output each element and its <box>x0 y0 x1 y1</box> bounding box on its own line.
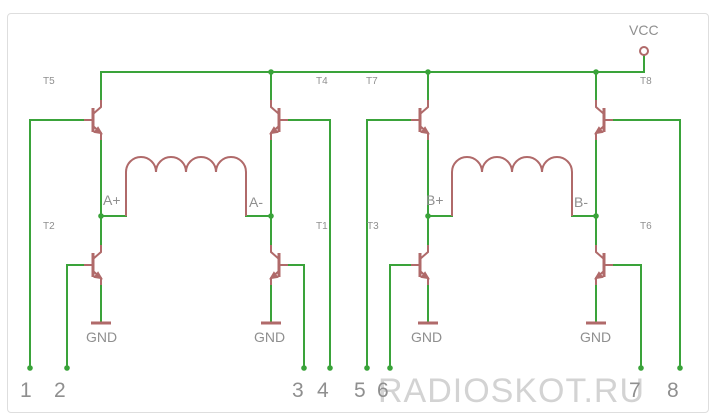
node-b-plus: B+ <box>426 192 444 208</box>
transistor-t6 <box>594 245 613 285</box>
pin-label: 7 <box>629 379 641 402</box>
wire-input-8 <box>612 119 681 369</box>
label-t8: T8 <box>640 76 652 87</box>
gnd-label: GND <box>254 329 285 345</box>
pin-label: 6 <box>377 379 389 402</box>
wire-input-5 <box>366 119 412 369</box>
label-t4: T4 <box>316 76 328 87</box>
wire-input-7 <box>612 264 642 369</box>
pin-end <box>301 365 307 371</box>
wire-input-4 <box>287 119 331 369</box>
junction-dot <box>425 213 431 219</box>
label-t1: T1 <box>316 221 328 232</box>
vcc-symbol <box>639 46 649 56</box>
pin-end <box>327 365 333 371</box>
pin-end <box>27 365 33 371</box>
gnd-label: GND <box>86 329 117 345</box>
junction-dot <box>268 69 274 75</box>
pin-label: 3 <box>292 379 304 402</box>
transistor-t1 <box>269 245 288 285</box>
junction-dot <box>268 213 274 219</box>
wires <box>29 54 681 369</box>
pin-end <box>364 365 370 371</box>
wire-input-3 <box>287 264 305 369</box>
transistor-t4 <box>269 100 288 140</box>
label-t6: T6 <box>640 221 652 232</box>
label-t2: T2 <box>43 221 55 232</box>
schematic-frame <box>7 13 709 413</box>
pin-end <box>64 365 70 371</box>
transistor-t5 <box>84 100 103 140</box>
label-t3: T3 <box>367 221 379 232</box>
transistor-t2 <box>84 245 103 285</box>
transistor-t3 <box>411 245 430 285</box>
node-b-minus: B- <box>574 194 588 210</box>
transistor-t8 <box>594 100 613 140</box>
pin-label: 5 <box>354 379 366 402</box>
node-a-minus: A- <box>249 194 263 210</box>
gnd-label: GND <box>411 329 442 345</box>
pin-label: 1 <box>20 379 32 402</box>
junctions <box>27 69 683 371</box>
junction-dot <box>425 69 431 75</box>
junction-dot <box>593 213 599 219</box>
pin-label: 8 <box>667 379 679 402</box>
wire-input-1 <box>29 119 85 369</box>
pin-label: 2 <box>54 379 66 402</box>
wire-input-6 <box>389 264 412 369</box>
label-t5: T5 <box>43 76 55 87</box>
transistor-t7 <box>411 100 430 140</box>
coil-motor-b <box>451 156 573 216</box>
pin-label: 4 <box>317 379 329 402</box>
wire-input-2 <box>66 264 85 369</box>
watermark: RADIOSKOT.RU <box>378 372 645 410</box>
coil-motor-a <box>125 156 247 216</box>
node-a-plus: A+ <box>103 192 121 208</box>
vcc-label: VCC <box>629 22 659 38</box>
junction-dot <box>98 213 104 219</box>
label-t7: T7 <box>366 76 378 87</box>
pin-end <box>638 365 644 371</box>
junction-dot <box>593 69 599 75</box>
gnd-label: GND <box>580 329 611 345</box>
pin-end <box>677 365 683 371</box>
vcc-rail <box>100 54 645 73</box>
pin-end <box>387 365 393 371</box>
